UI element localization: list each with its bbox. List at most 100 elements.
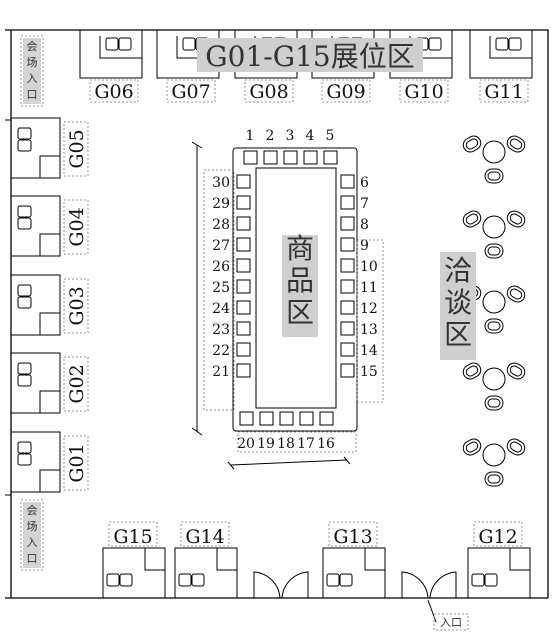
goods-seat-17 bbox=[299, 411, 314, 426]
booth-label: G14 bbox=[185, 526, 224, 548]
venue-walls bbox=[5, 29, 549, 599]
goods-seat-19 bbox=[259, 411, 274, 426]
booth-label: G04 bbox=[66, 207, 88, 246]
goods-seat-23 bbox=[236, 321, 251, 336]
goods-seat-16 bbox=[319, 411, 334, 426]
booth-g05-chairs bbox=[17, 127, 32, 152]
booth-g01[interactable]: G01 bbox=[11, 431, 89, 493]
booth-label: G07 bbox=[171, 81, 210, 103]
booth-g04-chairs bbox=[17, 205, 32, 230]
goods-seat-number: 13 bbox=[360, 322, 378, 338]
booth-g12-chairs bbox=[471, 573, 498, 587]
goods-seat-4 bbox=[303, 150, 318, 165]
booth-g14-chairs bbox=[178, 573, 205, 587]
goods-seat-number: 12 bbox=[360, 301, 378, 317]
booth-label: G11 bbox=[484, 81, 523, 103]
goods-seat-29 bbox=[236, 195, 251, 210]
booth-g15-chairs bbox=[106, 573, 133, 587]
goods-seat-24 bbox=[236, 300, 251, 315]
goods-seat-number: 1 bbox=[246, 128, 255, 144]
venue-entrance-bottom: 会场入口 bbox=[20, 499, 44, 571]
goods-seat-number: 20 bbox=[237, 436, 255, 452]
goods-seat-8 bbox=[340, 216, 355, 231]
goods-seat-21 bbox=[236, 363, 251, 378]
goods-seat-26 bbox=[236, 258, 251, 273]
goods-seat-number: 27 bbox=[212, 238, 230, 254]
chat-table-set-2 bbox=[462, 210, 526, 259]
goods-seat-number: 23 bbox=[212, 322, 230, 338]
booth-label: G06 bbox=[94, 81, 133, 103]
venue-entrance-top: 会场入口 bbox=[20, 35, 44, 107]
booth-g03[interactable]: G03 bbox=[11, 274, 89, 336]
booth-g11-chairs bbox=[495, 37, 522, 51]
goods-seat-9 bbox=[340, 237, 355, 252]
booth-label: G12 bbox=[478, 526, 517, 548]
goods-seat-number: 16 bbox=[317, 436, 335, 452]
booth-g04[interactable]: G04 bbox=[11, 195, 89, 257]
goods-seat-number: 29 bbox=[212, 196, 230, 212]
goods-seat-number: 4 bbox=[306, 128, 315, 144]
goods-seat-6 bbox=[340, 174, 355, 189]
bottom-booth-row: G15 G14 G13 G12 bbox=[102, 521, 531, 598]
goods-seat-number: 24 bbox=[212, 301, 230, 317]
goods-seat-14 bbox=[340, 342, 355, 357]
booth-label: G10 bbox=[404, 81, 443, 103]
chat-table-set-5 bbox=[462, 438, 526, 487]
goods-seat-number: 7 bbox=[360, 196, 369, 212]
goods-seat-13 bbox=[340, 321, 355, 336]
goods-seat-number: 19 bbox=[257, 436, 275, 452]
goods-seat-12 bbox=[340, 300, 355, 315]
goods-seat-10 bbox=[340, 258, 355, 273]
booth-label: G01 bbox=[66, 443, 88, 482]
goods-seat-number: 3 bbox=[286, 128, 295, 144]
goods-seat-number: 6 bbox=[360, 175, 369, 191]
booth-g14[interactable]: G14 bbox=[174, 521, 238, 598]
double-door-main-entrance[interactable] bbox=[401, 571, 457, 623]
goods-seat-number: 26 bbox=[212, 259, 230, 275]
goods-seat-25 bbox=[236, 279, 251, 294]
goods-seat-1 bbox=[243, 150, 258, 165]
main-entrance-label: 入口 bbox=[440, 616, 462, 629]
booth-g13-chairs bbox=[326, 573, 353, 587]
booth-label: G02 bbox=[66, 364, 88, 403]
goods-seat-number: 11 bbox=[360, 280, 378, 296]
goods-seat-number: 30 bbox=[212, 175, 230, 191]
goods-seat-30 bbox=[236, 174, 251, 189]
booth-label: G09 bbox=[326, 81, 365, 103]
goods-seat-number: 22 bbox=[212, 343, 230, 359]
booth-g05[interactable]: G05 bbox=[11, 117, 89, 179]
goods-seat-20 bbox=[239, 411, 254, 426]
goods-seat-11 bbox=[340, 279, 355, 294]
booth-g06[interactable]: G06 bbox=[79, 30, 143, 103]
booth-g02[interactable]: G02 bbox=[11, 352, 89, 414]
booth-label: G03 bbox=[66, 286, 88, 325]
double-door-left[interactable] bbox=[253, 571, 309, 599]
chat-table-set-4 bbox=[462, 362, 526, 411]
booth-label: G13 bbox=[333, 526, 372, 548]
booth-g03-chairs bbox=[17, 284, 32, 309]
booth-label: G08 bbox=[249, 81, 288, 103]
main-entrance-tag: 入口 bbox=[433, 613, 469, 631]
booth-g01-chairs bbox=[17, 441, 32, 466]
booth-label: G15 bbox=[113, 526, 152, 548]
goods-seat-15 bbox=[340, 363, 355, 378]
goods-zone-label: 商品区 bbox=[286, 232, 314, 329]
goods-seat-number: 2 bbox=[266, 128, 275, 144]
chat-area: 洽谈区 bbox=[440, 135, 526, 487]
goods-seat-18 bbox=[279, 411, 294, 426]
booth-label: G05 bbox=[66, 129, 88, 168]
booth-g15[interactable]: G15 bbox=[102, 521, 166, 598]
goods-seat-28 bbox=[236, 216, 251, 231]
venue-entrance-top-label: 会场入口 bbox=[27, 40, 38, 101]
booth-g12[interactable]: G12 bbox=[467, 521, 531, 598]
booth-g11[interactable]: G11 bbox=[469, 30, 533, 103]
booth-g13[interactable]: G13 bbox=[322, 521, 386, 598]
goods-seat-number: 25 bbox=[212, 280, 230, 296]
goods-seat-number: 17 bbox=[297, 436, 315, 452]
booth-zone-label: G01-G15展位区 bbox=[205, 40, 414, 73]
chat-table-set-1 bbox=[462, 135, 526, 184]
goods-seat-5 bbox=[323, 150, 338, 165]
